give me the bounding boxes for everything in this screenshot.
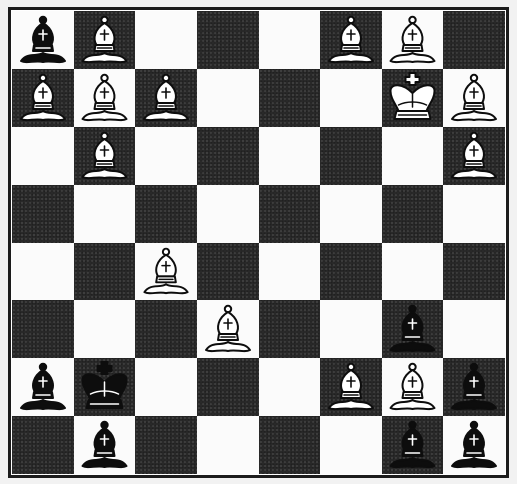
- square-e8[interactable]: [259, 11, 320, 69]
- black-bishop-piece[interactable]: [382, 416, 443, 474]
- square-g2[interactable]: [382, 358, 443, 416]
- square-c5[interactable]: [135, 185, 197, 243]
- square-d4[interactable]: [197, 243, 259, 300]
- square-c7[interactable]: [135, 69, 197, 127]
- square-e4[interactable]: [259, 243, 320, 300]
- square-c4[interactable]: [135, 243, 197, 300]
- square-h7[interactable]: [443, 69, 505, 127]
- square-c1[interactable]: [135, 416, 197, 474]
- square-d3[interactable]: [197, 300, 259, 358]
- square-f3[interactable]: [320, 300, 382, 358]
- square-g6[interactable]: [382, 127, 443, 185]
- square-b7[interactable]: [74, 69, 135, 127]
- square-f4[interactable]: [320, 243, 382, 300]
- square-h4[interactable]: [443, 243, 505, 300]
- square-f5[interactable]: [320, 185, 382, 243]
- square-h6[interactable]: [443, 127, 505, 185]
- square-c3[interactable]: [135, 300, 197, 358]
- white-bishop-piece[interactable]: [74, 127, 135, 185]
- white-bishop-piece[interactable]: [135, 243, 197, 300]
- square-f7[interactable]: [320, 69, 382, 127]
- white-bishop-piece[interactable]: [443, 69, 505, 127]
- white-bishop-piece[interactable]: [320, 358, 382, 416]
- white-bishop-piece[interactable]: [12, 69, 74, 127]
- square-e3[interactable]: [259, 300, 320, 358]
- chess-board-frame: [8, 7, 509, 478]
- square-g7[interactable]: [382, 69, 443, 127]
- square-b6[interactable]: [74, 127, 135, 185]
- square-g3[interactable]: [382, 300, 443, 358]
- square-h8[interactable]: [443, 11, 505, 69]
- square-d2[interactable]: [197, 358, 259, 416]
- square-e2[interactable]: [259, 358, 320, 416]
- white-bishop-piece[interactable]: [74, 69, 135, 127]
- square-a5[interactable]: [12, 185, 74, 243]
- square-f1[interactable]: [320, 416, 382, 474]
- white-bishop-piece[interactable]: [135, 69, 197, 127]
- white-bishop-piece[interactable]: [320, 11, 382, 69]
- square-c8[interactable]: [135, 11, 197, 69]
- square-d5[interactable]: [197, 185, 259, 243]
- square-h1[interactable]: [443, 416, 505, 474]
- square-g8[interactable]: [382, 11, 443, 69]
- white-bishop-piece[interactable]: [382, 358, 443, 416]
- black-bishop-piece[interactable]: [443, 416, 505, 474]
- square-a4[interactable]: [12, 243, 74, 300]
- square-b3[interactable]: [74, 300, 135, 358]
- square-b1[interactable]: [74, 416, 135, 474]
- square-d8[interactable]: [197, 11, 259, 69]
- square-f8[interactable]: [320, 11, 382, 69]
- square-h2[interactable]: [443, 358, 505, 416]
- square-h3[interactable]: [443, 300, 505, 358]
- square-f2[interactable]: [320, 358, 382, 416]
- square-d6[interactable]: [197, 127, 259, 185]
- square-b8[interactable]: [74, 11, 135, 69]
- square-c2[interactable]: [135, 358, 197, 416]
- square-g4[interactable]: [382, 243, 443, 300]
- square-d7[interactable]: [197, 69, 259, 127]
- square-a7[interactable]: [12, 69, 74, 127]
- square-f6[interactable]: [320, 127, 382, 185]
- black-king-piece[interactable]: [74, 358, 135, 416]
- square-g1[interactable]: [382, 416, 443, 474]
- square-g5[interactable]: [382, 185, 443, 243]
- square-e1[interactable]: [259, 416, 320, 474]
- white-bishop-piece[interactable]: [74, 11, 135, 69]
- square-a3[interactable]: [12, 300, 74, 358]
- square-a1[interactable]: [12, 416, 74, 474]
- black-bishop-piece[interactable]: [12, 358, 74, 416]
- square-h5[interactable]: [443, 185, 505, 243]
- black-bishop-piece[interactable]: [12, 11, 74, 69]
- white-bishop-piece[interactable]: [382, 11, 443, 69]
- white-bishop-piece[interactable]: [443, 127, 505, 185]
- black-bishop-piece[interactable]: [74, 416, 135, 474]
- white-king-piece[interactable]: [382, 69, 443, 127]
- chess-board: [12, 11, 505, 474]
- square-b2[interactable]: [74, 358, 135, 416]
- square-a2[interactable]: [12, 358, 74, 416]
- square-c6[interactable]: [135, 127, 197, 185]
- square-b4[interactable]: [74, 243, 135, 300]
- white-bishop-piece[interactable]: [197, 300, 259, 358]
- square-e5[interactable]: [259, 185, 320, 243]
- square-e7[interactable]: [259, 69, 320, 127]
- square-a8[interactable]: [12, 11, 74, 69]
- black-bishop-piece[interactable]: [443, 358, 505, 416]
- square-e6[interactable]: [259, 127, 320, 185]
- square-b5[interactable]: [74, 185, 135, 243]
- square-d1[interactable]: [197, 416, 259, 474]
- black-bishop-piece[interactable]: [382, 300, 443, 358]
- square-a6[interactable]: [12, 127, 74, 185]
